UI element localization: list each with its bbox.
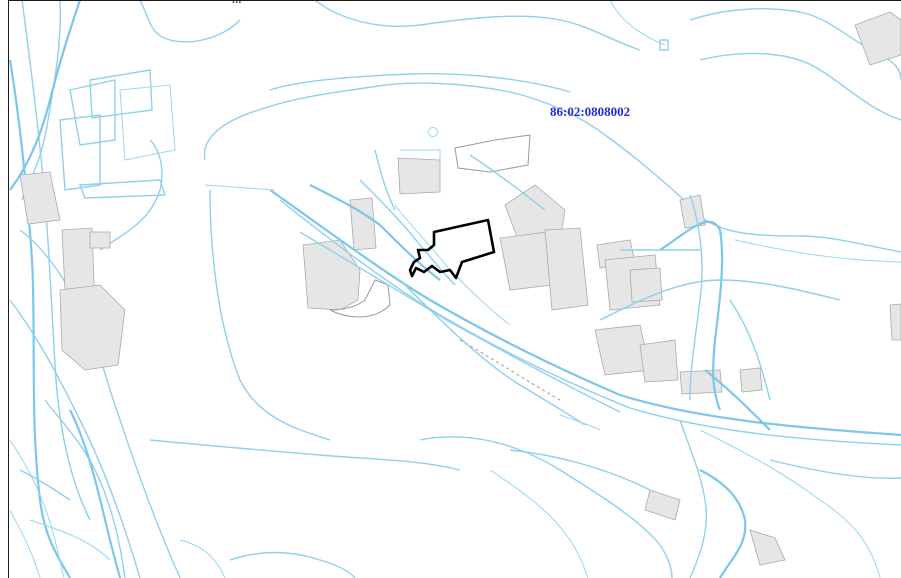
- left-curve-1: [99, 139, 163, 251]
- left-road-7: [44, 399, 126, 578]
- building-center-2: [349, 197, 377, 251]
- left-block-3: [59, 114, 101, 191]
- building-right-8: [639, 339, 679, 383]
- contour-top-right: [689, 8, 901, 81]
- terrain-contour-upper: [203, 82, 901, 253]
- building-left-3: [19, 171, 61, 225]
- right-road-6: [729, 299, 771, 401]
- main-road-5: [559, 414, 601, 431]
- building-upper-fence: [400, 149, 441, 160]
- lower-contour-6: [509, 449, 651, 491]
- building-lower-right-2: [749, 529, 786, 566]
- right-road-10: [699, 469, 747, 578]
- lower-contour-3: [229, 551, 356, 578]
- building-far-right-mid: [889, 303, 901, 341]
- left-road-5: [19, 229, 181, 578]
- map-border-top: [8, 0, 901, 1]
- lower-contour-1: [419, 436, 673, 578]
- right-road-9: [679, 419, 708, 578]
- left-block-4: [119, 84, 176, 161]
- map-top-caption: ...: [232, 0, 242, 6]
- building-lower-right-1: [644, 489, 681, 521]
- left-road-8: [9, 439, 65, 578]
- map-border-left: [8, 0, 9, 578]
- main-road-dashed-track: [459, 339, 561, 401]
- main-road-2: [279, 199, 901, 446]
- building-right-corner: [679, 194, 706, 229]
- bottom-left-road-3: [29, 519, 111, 561]
- building-far-right-top: [854, 11, 901, 66]
- upper-link-4: [204, 184, 276, 191]
- building-upper-outline: [454, 134, 531, 173]
- building-right-6: [629, 267, 663, 303]
- left-block-2: [89, 69, 153, 119]
- left-road-4: [9, 0, 82, 191]
- contour-top-right-3: [609, 0, 666, 46]
- land-plot-outline: [408, 218, 496, 280]
- lower-contour-5: [179, 539, 226, 578]
- upper-link-3: [374, 149, 396, 211]
- right-road-5: [704, 369, 771, 431]
- small-marker-top: [427, 127, 439, 137]
- lower-right-contour: [769, 459, 901, 479]
- building-right-10: [739, 367, 763, 393]
- upper-link-1: [309, 184, 441, 281]
- upper-link-2: [359, 179, 456, 286]
- right-road-4: [599, 279, 841, 321]
- main-road-3: [299, 231, 621, 413]
- building-left-2: [59, 284, 126, 371]
- small-mark-top: [659, 39, 669, 51]
- left-road-1: [8, 59, 71, 578]
- contour-top-right-2: [699, 52, 901, 121]
- left-block-1: [69, 79, 116, 146]
- right-road-7: [734, 239, 901, 263]
- right-road-2: [689, 194, 703, 401]
- upper-link-7: [469, 154, 546, 211]
- building-right-3: [544, 227, 589, 311]
- contour-top-middle: [314, 0, 641, 51]
- upper-link-5: [209, 189, 331, 441]
- building-upper-1: [397, 157, 441, 195]
- left-road-3: [21, 0, 62, 201]
- cadastral-block-label: 86:02:0808002: [550, 104, 631, 119]
- lower-contour-4: [489, 469, 589, 578]
- lower-contour-2: [149, 439, 461, 471]
- left-block-5: [79, 179, 166, 199]
- bottom-left-road-1: [69, 409, 122, 578]
- main-road-1: [269, 189, 901, 437]
- left-road-9: [9, 509, 41, 578]
- left-road-6: [9, 299, 141, 578]
- left-road-2: [21, 0, 91, 521]
- contour-top-left: [139, 0, 241, 43]
- main-road-4: [399, 279, 586, 426]
- terrain-contour-upper-inner: [269, 73, 571, 93]
- building-right-2: [499, 231, 553, 291]
- right-road-8: [699, 429, 881, 578]
- building-left-4: [89, 231, 111, 249]
- bottom-left-road-2: [19, 469, 71, 501]
